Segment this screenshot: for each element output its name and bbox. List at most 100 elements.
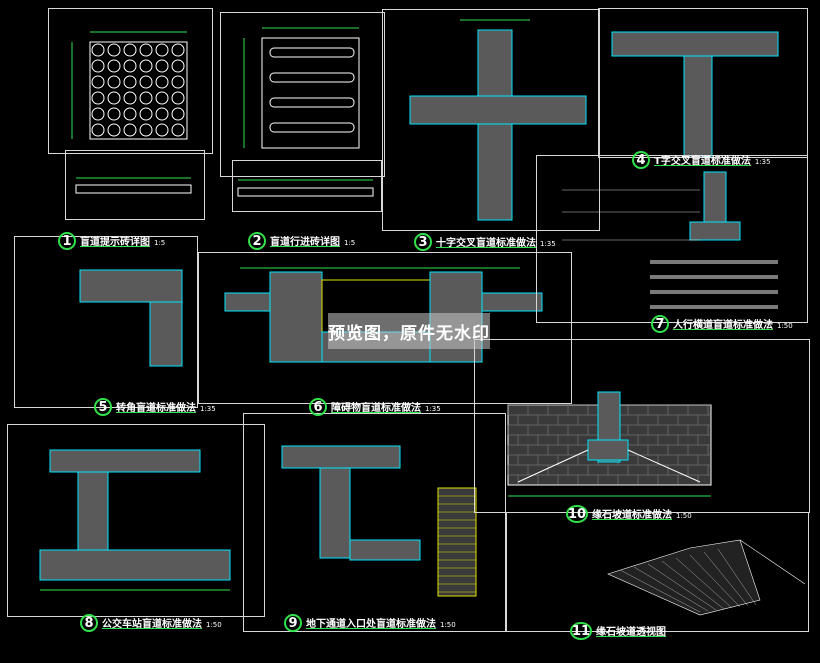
tile-dot [107, 91, 121, 105]
perspective-line [717, 548, 757, 606]
caption-6: 6 障碍物盲道标准做法 1:35 [309, 398, 441, 416]
cross-intersection-plan [409, 19, 587, 221]
caption-4: 4 T字交叉盲道标准做法 1:35 [632, 151, 771, 169]
drawing-title: 缘石坡道透视图 [596, 626, 666, 638]
caption-9: 9 地下通道入口处盲道标准做法 1:50 [284, 614, 456, 632]
tile-dot [91, 123, 105, 137]
tile-dot [139, 107, 153, 121]
drawing-number: 11 [570, 622, 592, 640]
tile-dot [171, 123, 185, 137]
tile-dot [123, 75, 137, 89]
drawing-scale: 1:5 [344, 238, 356, 247]
frame-cross [382, 9, 600, 231]
caption-3: 3 十字交叉盲道标准做法 1:35 [414, 233, 556, 251]
drawing-number: 5 [94, 398, 112, 416]
tile-dot [155, 75, 169, 89]
drawing-number: 6 [309, 398, 327, 416]
tile-dot [123, 123, 137, 137]
perspective-line [633, 566, 709, 612]
drawing-scale: 1:35 [754, 157, 771, 166]
frame-t [598, 8, 808, 158]
tile-dot [139, 75, 153, 89]
tile-dot [139, 123, 153, 137]
drawing-number: 7 [651, 315, 669, 333]
drawing-scale: 1:35 [540, 239, 556, 248]
perspective-line [675, 557, 733, 609]
caption-2: 2 盲道行进砖详图 1:5 [248, 232, 355, 250]
drawing-title: 十字交叉盲道标准做法 [436, 237, 536, 249]
tile-dot [139, 91, 153, 105]
corner-plan [79, 269, 183, 367]
drawing-scale: 1:35 [200, 404, 216, 413]
drawing-number: 1 [58, 232, 76, 250]
tile-dot [123, 59, 137, 73]
drawing-scale: 1:5 [154, 238, 166, 247]
drawing-title: 障碍物盲道标准做法 [331, 402, 421, 414]
drawing-number: 9 [284, 614, 302, 632]
tile-dot [107, 123, 121, 137]
tile-dot [123, 107, 137, 121]
frame-crosswalk [536, 155, 808, 323]
tile-dot [91, 91, 105, 105]
caption-11: 11 缘石坡道透视图 [570, 622, 670, 640]
tile-dot [123, 91, 137, 105]
caption-7: 7 人行横道盲道标准做法 1:50 [651, 315, 793, 333]
drawing-scale: 1:50 [777, 321, 793, 330]
tile-dot [91, 107, 105, 121]
drawing-title: 盲道提示砖详图 [80, 236, 150, 248]
curb-ramp-elevation [507, 391, 712, 497]
curb-ramp-perspective [607, 539, 806, 616]
tile-dot [155, 91, 169, 105]
tile-dot [171, 91, 185, 105]
tile-dot [139, 43, 153, 57]
tile-dot [107, 107, 121, 121]
frame-bus-stop [7, 424, 265, 617]
perspective-line [689, 554, 741, 608]
drawing-number: 3 [414, 233, 432, 251]
tile-dot [91, 59, 105, 73]
drawing-title: T字交叉盲道标准做法 [654, 155, 751, 167]
perspective-line [661, 560, 725, 610]
tile-dot [155, 43, 169, 57]
caption-5: 5 转角盲道标准做法 1:35 [94, 398, 216, 416]
tile-dot [171, 59, 185, 73]
tile-dot [123, 43, 137, 57]
tile-dot [155, 107, 169, 121]
frame-underpass [243, 413, 506, 632]
tile-dot [107, 59, 121, 73]
caption-8: 8 公交车站盲道标准做法 1:50 [80, 614, 222, 632]
tile-sections [75, 177, 374, 197]
drawing-number: 4 [632, 151, 650, 169]
drawing-number: 2 [248, 232, 266, 250]
perspective-line [647, 563, 717, 611]
tile-dot [155, 123, 169, 137]
guiding-tile-plan [243, 27, 360, 149]
frame-guiding-tile-section [232, 160, 382, 212]
drawing-number: 8 [80, 614, 98, 632]
drawing-scale: 1:35 [425, 404, 441, 413]
crosswalk-plan [562, 171, 778, 309]
bus-stop-plan [39, 449, 231, 591]
drawing-scale: 1:50 [440, 620, 456, 629]
tile-dot [107, 75, 121, 89]
frame-perspective [506, 512, 809, 632]
drawing-title: 人行横道盲道标准做法 [673, 319, 773, 331]
tile-dot [91, 43, 105, 57]
caption-10: 10 缘石坡道标准做法 1:50 [566, 505, 692, 523]
drawing-title: 转角盲道标准做法 [116, 402, 196, 414]
drawing-title: 地下通道入口处盲道标准做法 [306, 618, 436, 630]
frame-warning-tile-section [65, 150, 205, 220]
caption-1: 1 盲道提示砖详图 1:5 [58, 232, 165, 250]
frame-corner [14, 236, 198, 408]
perspective-line [619, 569, 701, 613]
drawing-title: 公交车站盲道标准做法 [102, 618, 202, 630]
preview-watermark: 预览图，原件无水印 [328, 313, 490, 349]
drawing-number: 10 [566, 505, 588, 523]
frame-obstacle [198, 252, 572, 404]
tile-dot [91, 75, 105, 89]
tile-dot [171, 75, 185, 89]
tile-dot [171, 107, 185, 121]
warning-tile-plan [71, 31, 188, 140]
